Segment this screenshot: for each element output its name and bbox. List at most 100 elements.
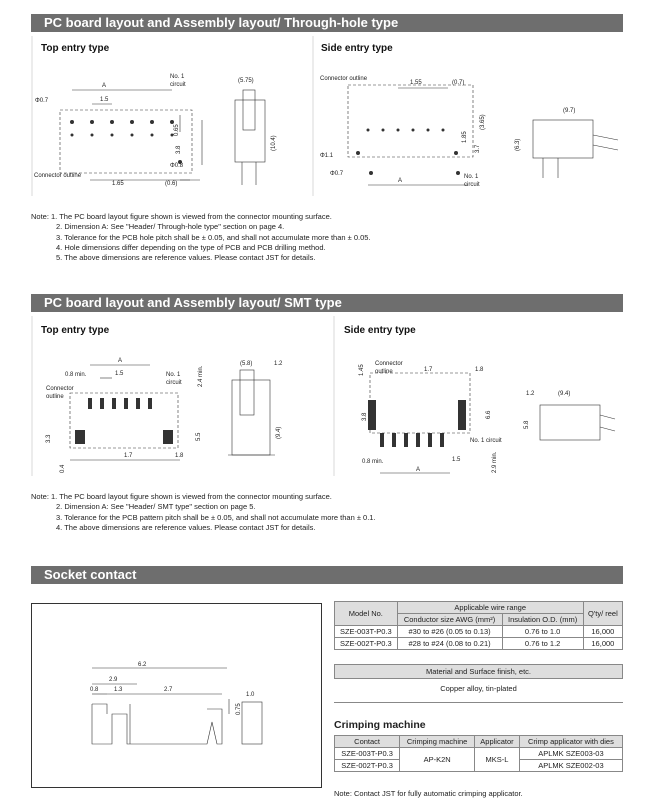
smt-no1circuit-label: No. 1 circuit (470, 438, 502, 444)
th-od: Insulation O.D. (mm) (501, 613, 584, 626)
th-d104-label: (10.4) (271, 135, 277, 151)
cell-model: SZE-003T-P0.3 (334, 625, 398, 638)
pad-pattern (75, 398, 173, 444)
wire-range-table: Model No. Applicable wire range Q'ty/ re… (334, 601, 624, 650)
th-a-label: A (102, 83, 106, 89)
th-side-a-label: A (398, 178, 402, 184)
cell-awg: #28 to #24 (0.08 to 0.21) (396, 637, 503, 650)
th-phi07-label: Φ0.7 (35, 98, 49, 104)
th-note-1: Note: 1. The PC board layout figure show… (31, 212, 332, 221)
sc-62-label: 6.2 (138, 662, 147, 668)
smt-24-label: 2.4 min. (198, 365, 204, 387)
section-title-socket: Socket contact (31, 566, 623, 584)
th-d06-label: (0.6) (165, 181, 177, 187)
smt-s18-label: 1.8 (475, 367, 484, 373)
th-s155-label: 1.55 (410, 80, 422, 86)
section-title-smt: PC board layout and Assembly layout/ SMT… (31, 294, 623, 312)
table-row: SZE-003T-P0.3 AP-K2N MKS-L APLMK SZE003-… (333, 747, 624, 772)
th-side-circuit-label: circuit (464, 182, 480, 188)
th-dies: Crimp applicator with dies (518, 735, 624, 748)
th-contact: Contact (333, 735, 401, 748)
pad-pattern (368, 400, 466, 447)
th-side-view (234, 99, 266, 163)
left-rule-smt (31, 316, 33, 476)
th-applicator: Applicator (474, 735, 520, 748)
smt-17-label: 1.7 (124, 453, 133, 459)
cell-contact: SZE-002T-P0.3 (333, 759, 401, 772)
th-note-5: 5. The above dimensions are reference va… (56, 253, 316, 263)
th-d065-label: 0.65 (174, 124, 180, 136)
smt-33-label: 3.3 (46, 434, 52, 443)
cell-dies: APLMK SZE002-03 (518, 759, 624, 772)
th-side-entry-title: Side entry type (321, 43, 393, 54)
connector-outline (347, 84, 474, 158)
mid-rule (312, 36, 314, 196)
smt-s66-label: 6.6 (486, 410, 492, 419)
socket-drawing-frame (31, 603, 322, 788)
smt-connector-label: Connector (46, 386, 74, 392)
th-d38-label: 3.8 (176, 145, 182, 154)
th-connector-outline-label: Connector outline (34, 173, 82, 179)
sc-13-label: 1.3 (114, 687, 123, 693)
th-machine: Crimping machine (399, 735, 476, 748)
th-notes: Note: 1. The PC board layout figure show… (31, 212, 371, 263)
smt-sa-label: A (416, 467, 420, 473)
cell-dies: APLMK SZE003-03 (518, 747, 624, 760)
smt-note-4: 4. The above dimensions are reference va… (56, 522, 316, 532)
smt-outline-label: outline (46, 394, 64, 400)
th-qty: Q'ty/ reel (582, 601, 624, 626)
smt-s145-label: 1.45 (359, 364, 365, 376)
th-side-entry-drawing: Connector outline 1.55 (0.7) 1.85 3.7 (3… (320, 76, 619, 188)
smt-s-outline-label: outline (375, 369, 393, 375)
smt-circuit-label: circuit (166, 380, 182, 386)
smt-side-body (539, 404, 601, 441)
table-row: SZE-002T-P0.3 #28 to #24 (0.08 to 0.21) … (334, 637, 624, 650)
th-top-entry-drawing: Φ0.7 A 1.5 No. 1 circuit 3.8 0.65 Φ0.8 C… (34, 74, 277, 187)
th-circuit-label: circuit (170, 82, 186, 88)
th-d165-label: 1.65 (112, 181, 124, 187)
th-s365-label: (3.65) (480, 114, 486, 130)
sc-27-label: 2.7 (164, 687, 173, 693)
smt-side-view (231, 379, 271, 456)
smt-a-label: A (118, 358, 122, 364)
sc-10-label: 1.0 (246, 692, 255, 698)
smt-top-entry-drawing: A 0.8 min. 1.5 No. 1 circuit Connector o… (46, 358, 283, 473)
section-title-through-hole: PC board layout and Assembly layout/ Thr… (31, 14, 623, 32)
smt-plug (239, 369, 255, 416)
crimp-table: Contact Crimping machine Applicator Crim… (333, 735, 624, 772)
th-side-no1-label: No. 1 (464, 174, 479, 180)
smt-notes: Note: 1. The PC board layout figure show… (31, 492, 376, 533)
cell-contact: SZE-003T-P0.3 (333, 747, 401, 760)
smt-s17-label: 1.7 (424, 367, 433, 373)
smt-s15-label: 1.5 (452, 457, 461, 463)
th-top-entry-title: Top entry type (41, 43, 110, 54)
table-row: SZE-002T-P0.3 APLMK SZE002-03 (333, 759, 624, 772)
smt-04-label: 0.4 (60, 464, 66, 473)
cell-machine: AP-K2N (399, 747, 476, 772)
smt-side-entry-drawing: 1.45 Connector outline 1.7 1.8 3.8 6.6 N… (359, 361, 616, 474)
cell-qty: 16,000 (582, 637, 624, 650)
th-s97-label: (9.7) (563, 108, 575, 114)
th-pitch-label: 1.5 (100, 97, 109, 103)
smt-note-3: 3. Tolerance for the PCB pattern pitch s… (56, 512, 376, 522)
smt-s58-label: 5.8 (524, 420, 530, 429)
smt-08-label: 0.8 min. (65, 372, 87, 378)
sc-29-label: 2.9 (109, 677, 118, 683)
cell-od: 0.76 to 1.2 (501, 637, 584, 650)
hole-pattern (356, 128, 460, 175)
th-range: Applicable wire range (396, 601, 584, 614)
smt-note-1: Note: 1. The PC board layout figure show… (31, 492, 332, 501)
smt-15-label: 1.5 (115, 371, 124, 377)
th-note-4: 4. Hole dimensions differ depending on t… (56, 242, 326, 252)
smt-94-label: (9.4) (276, 427, 282, 439)
smt-55-label: 5.5 (196, 432, 202, 441)
crimping-note: Note: Contact JST for fully automatic cr… (334, 789, 523, 798)
th-awg: Conductor size AWG (mm²) (396, 613, 503, 626)
connector-outline (59, 109, 193, 174)
cell-model: SZE-002T-P0.3 (334, 637, 398, 650)
cell-applicator: MKS-L (474, 747, 520, 772)
th-s63-label: (6.3) (515, 139, 521, 151)
material-header: Material and Surface finish, etc. (334, 664, 623, 679)
smt-s29-label: 2.9 min. (492, 451, 498, 473)
th-side-body (532, 119, 594, 159)
